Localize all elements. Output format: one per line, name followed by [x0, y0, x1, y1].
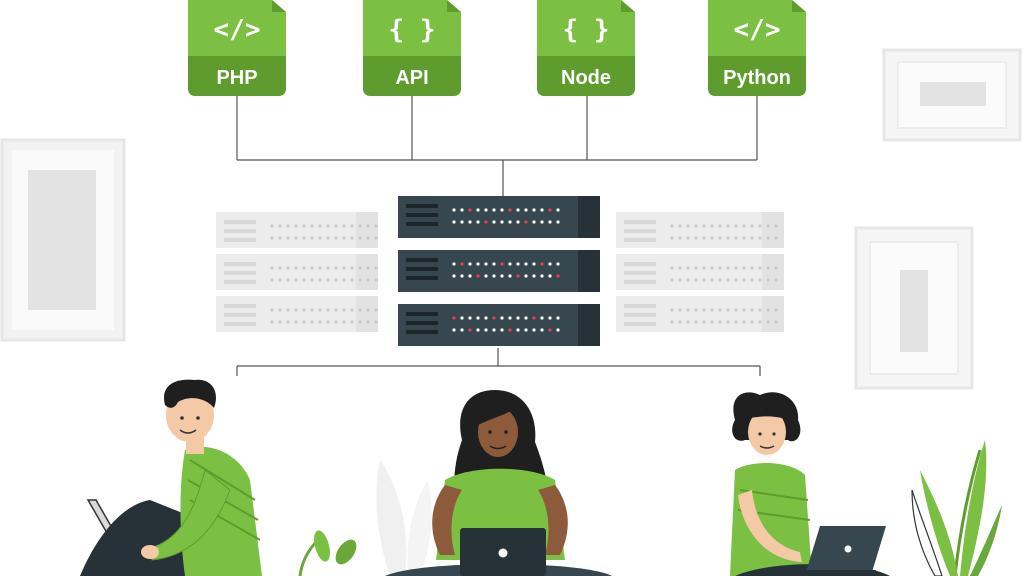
server-unit [216, 296, 378, 332]
server-icon [398, 196, 600, 346]
picture-frame-top-right-icon [882, 48, 1022, 142]
badge-label: Python [723, 67, 791, 89]
picture-frame-right-icon [854, 226, 974, 390]
braces-icon: { } [389, 15, 436, 45]
server-unit [398, 250, 600, 292]
server-unit [398, 304, 600, 346]
server-unit [616, 254, 784, 290]
code-icon: </> [734, 15, 781, 45]
badge-python: </> Python [708, 0, 806, 96]
badge-php: </> PHP [188, 0, 286, 96]
top-connector-lines [236, 96, 758, 196]
person-middle [385, 390, 612, 576]
server-unit [216, 212, 378, 248]
picture-frame-left-icon [0, 138, 126, 342]
badge-label: PHP [216, 67, 257, 89]
bottom-connector-lines [236, 348, 761, 376]
ghost-server-rack-right [616, 212, 784, 332]
person-left [80, 379, 262, 576]
server-unit [616, 212, 784, 248]
badge-api: { } API [363, 0, 461, 96]
badge-node: { } Node [537, 0, 635, 96]
ghost-server-rack-left [216, 212, 378, 332]
braces-icon: { } [563, 15, 610, 45]
plant-icon [298, 530, 357, 576]
server-unit [398, 196, 600, 238]
plant-ghost-icon [376, 460, 432, 576]
server-unit [216, 254, 378, 290]
badge-label: API [395, 67, 428, 89]
plant-large-icon [911, 440, 1002, 576]
code-icon: </> [214, 15, 261, 45]
laptop-icon [796, 526, 886, 576]
laptop-icon [460, 528, 546, 576]
badge-label: Node [561, 67, 611, 89]
server-unit [616, 296, 784, 332]
person-right [730, 392, 890, 576]
